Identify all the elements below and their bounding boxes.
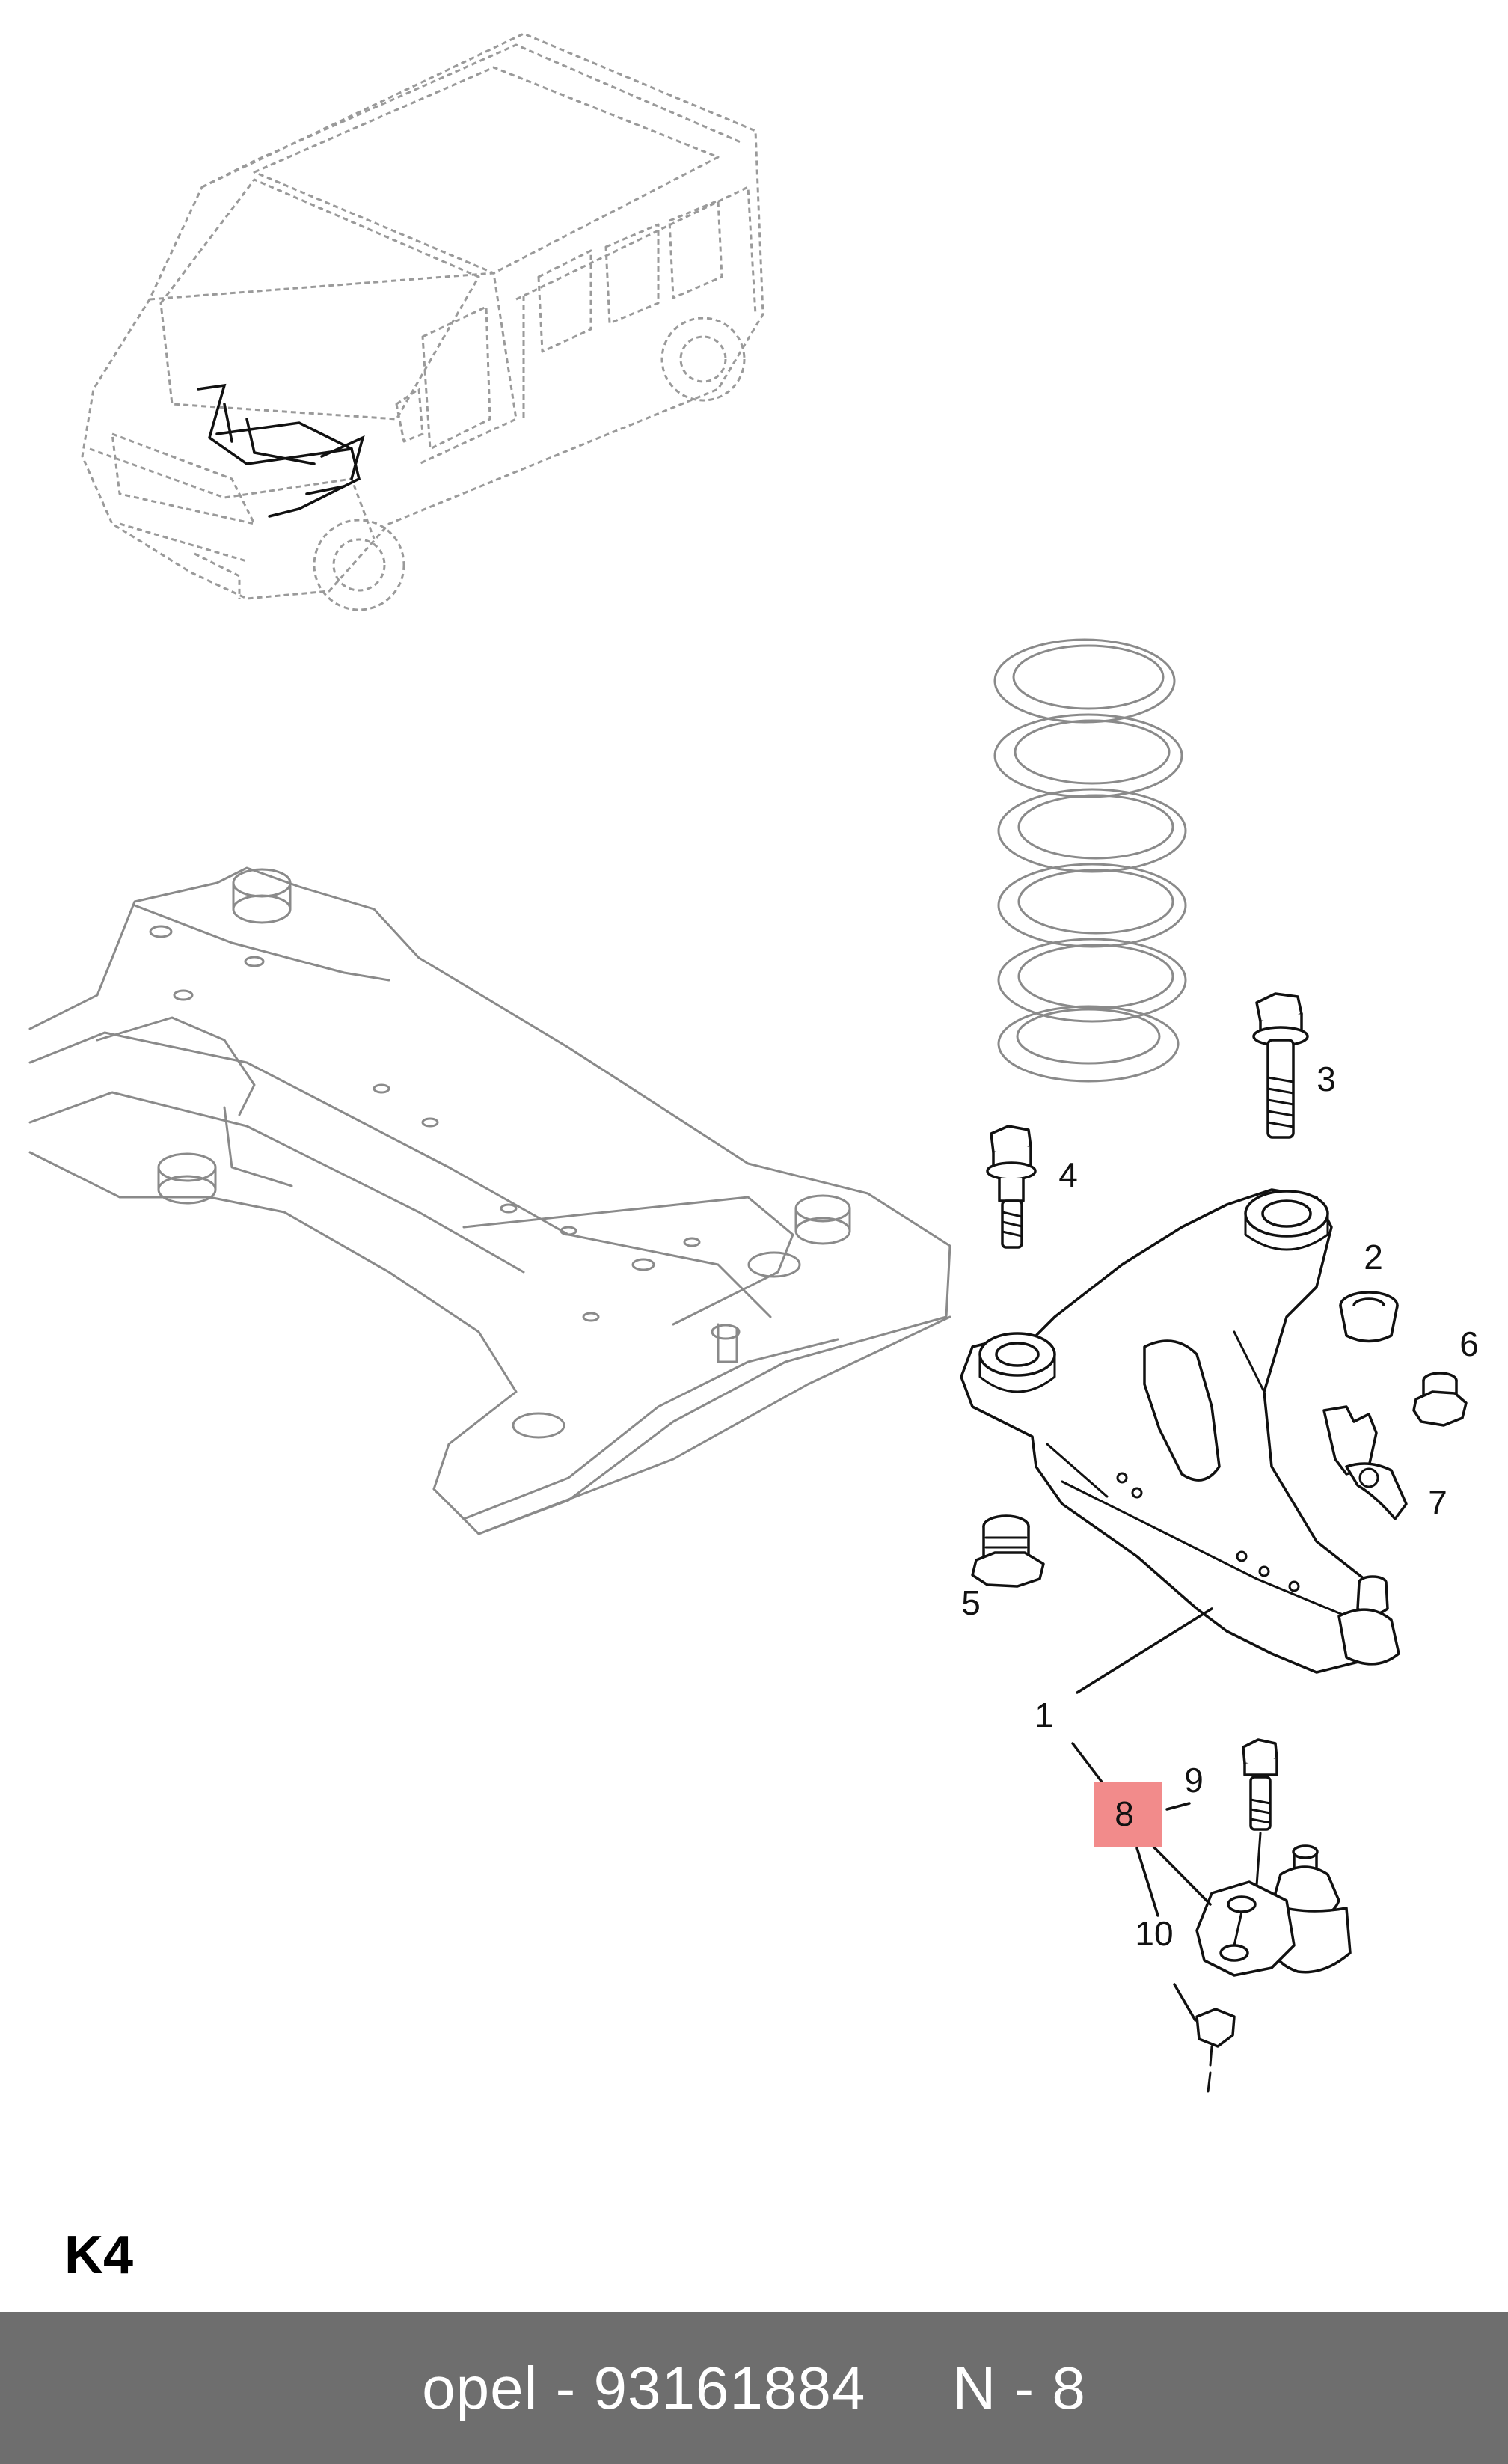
callout-6: 6: [1459, 1324, 1479, 1363]
callout-4: 4: [1058, 1155, 1078, 1194]
section-code-label: K4: [64, 2225, 134, 2285]
nut-part-6: [1412, 1372, 1468, 1427]
van-illustration: [81, 32, 764, 611]
bolt-part-4: [986, 1125, 1037, 1249]
callout-8: 8: [1115, 1794, 1134, 1833]
callout-10: 10: [1135, 1914, 1173, 1953]
bushing-part-5: [971, 1514, 1045, 1588]
leader-lines: [1071, 1607, 1213, 2022]
parts-diagram: 1 2 3 4 5 6 7 8 9 10: [28, 32, 1479, 2093]
control-arm-part-1: [960, 1188, 1400, 1674]
callout-3: 3: [1317, 1060, 1336, 1098]
callout-9: 9: [1184, 1761, 1204, 1800]
ball-joint-part-8: [1195, 1738, 1352, 2093]
footer-part-number: opel - 93161884 N - 8: [422, 2354, 1086, 2421]
coil-spring-illustration: [993, 638, 1187, 1083]
callout-5: 5: [961, 1583, 981, 1622]
callout-2: 2: [1364, 1238, 1383, 1277]
callouts: 1 2 3 4 5 6 7 8 9 10: [961, 1060, 1479, 1953]
footer-bar: opel - 93161884 N - 8: [0, 2312, 1508, 2464]
bolt-part-3: [1252, 992, 1309, 1139]
callout-7: 7: [1428, 1483, 1447, 1522]
bracket-part-7: [1322, 1405, 1408, 1520]
callout-8-highlight: [1094, 1782, 1162, 1847]
callout-1: 1: [1035, 1696, 1054, 1734]
subframe-illustration: [28, 866, 951, 1535]
bushing-part-2: [1339, 1291, 1399, 1343]
